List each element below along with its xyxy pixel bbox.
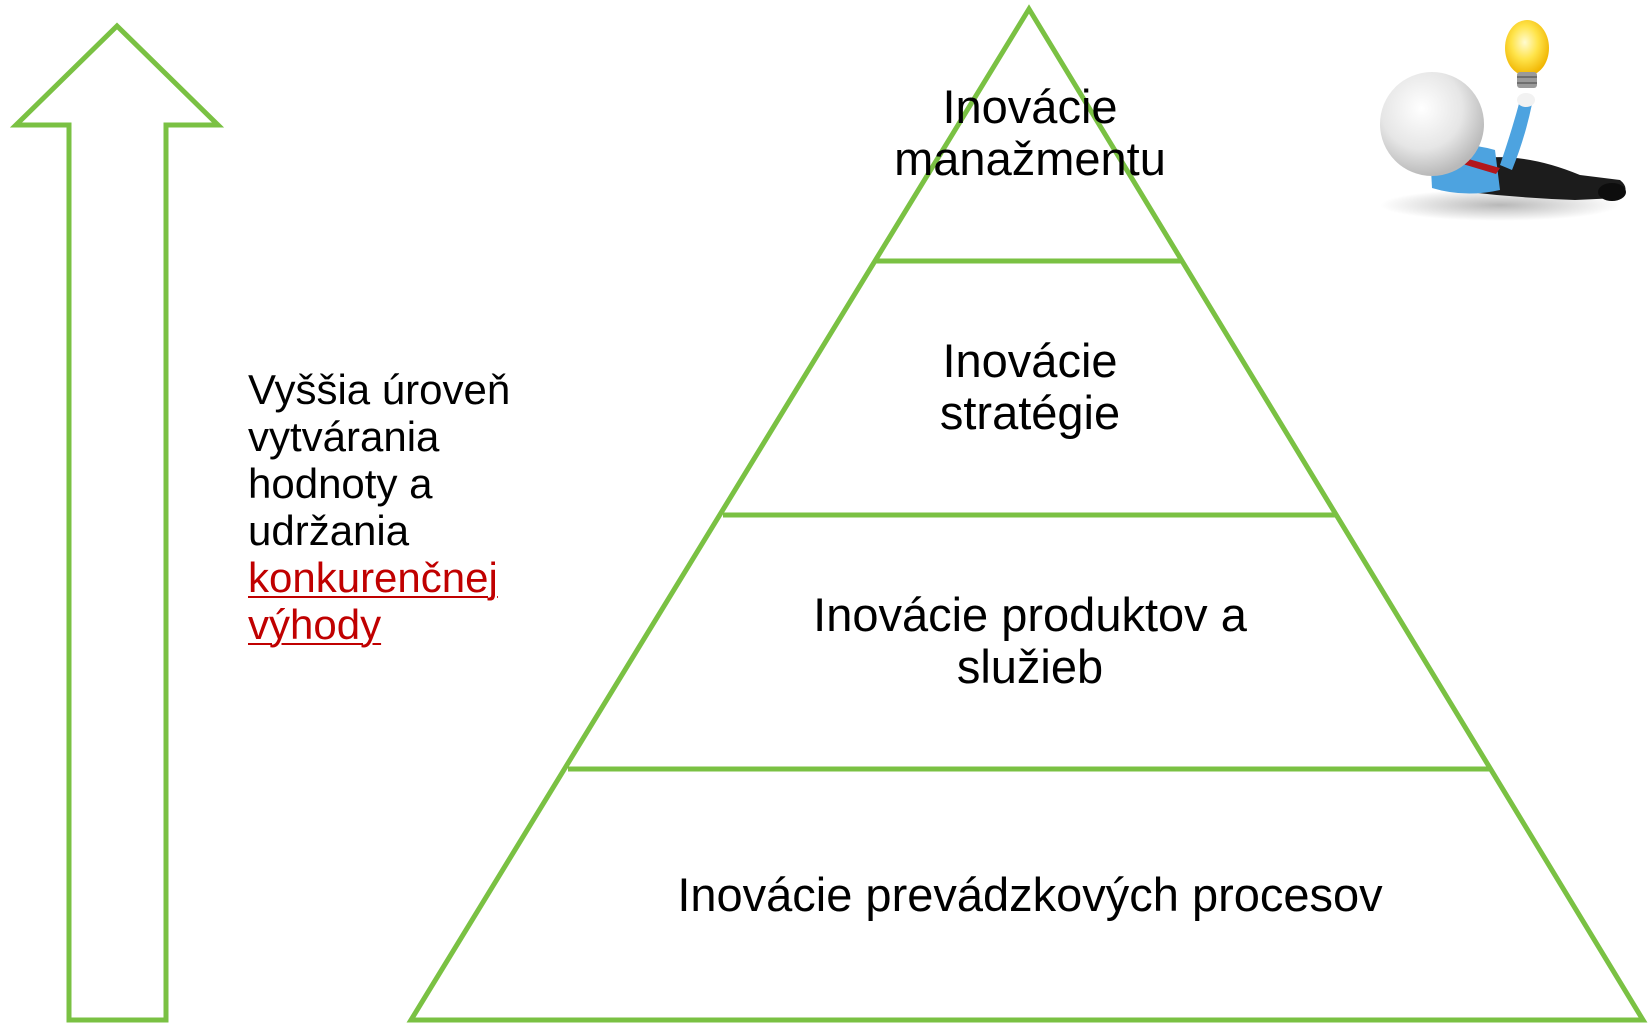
- pyramid-level-strategy: Inovácie stratégie: [480, 335, 1580, 439]
- competitive-advantage-link[interactable]: konkurenčnej: [248, 554, 498, 601]
- value-creation-text: Vyššia úroveň vytvárania hodnoty a udrža…: [248, 366, 588, 648]
- pyramid-level-products-services: Inovácie produktov a služieb: [480, 589, 1580, 693]
- idea-person-lightbulb-icon: [1380, 20, 1626, 221]
- up-arrow-icon: [9, 22, 225, 1023]
- level-label-line: Inovácie: [942, 334, 1118, 387]
- level-label-line: Inovácie produktov a: [813, 588, 1247, 641]
- level-label-line: Inovácie: [942, 80, 1118, 133]
- side-text-line: vytvárania: [248, 413, 440, 460]
- level-label-line: Inovácie prevádzkových procesov: [677, 868, 1383, 921]
- level-label-line: manažmentu: [894, 132, 1166, 185]
- pyramid-level-operational-processes: Inovácie prevádzkových procesov: [480, 869, 1580, 921]
- pyramid-level-management: Inovácie manažmentu: [480, 81, 1580, 185]
- side-text-line: Vyššia úroveň: [248, 366, 511, 413]
- level-label-line: služieb: [956, 640, 1104, 693]
- competitive-advantage-link[interactable]: výhody: [248, 601, 382, 648]
- side-text-line: udržania: [248, 507, 410, 554]
- side-text-line: hodnoty a: [248, 460, 433, 507]
- level-label-line: stratégie: [939, 386, 1121, 439]
